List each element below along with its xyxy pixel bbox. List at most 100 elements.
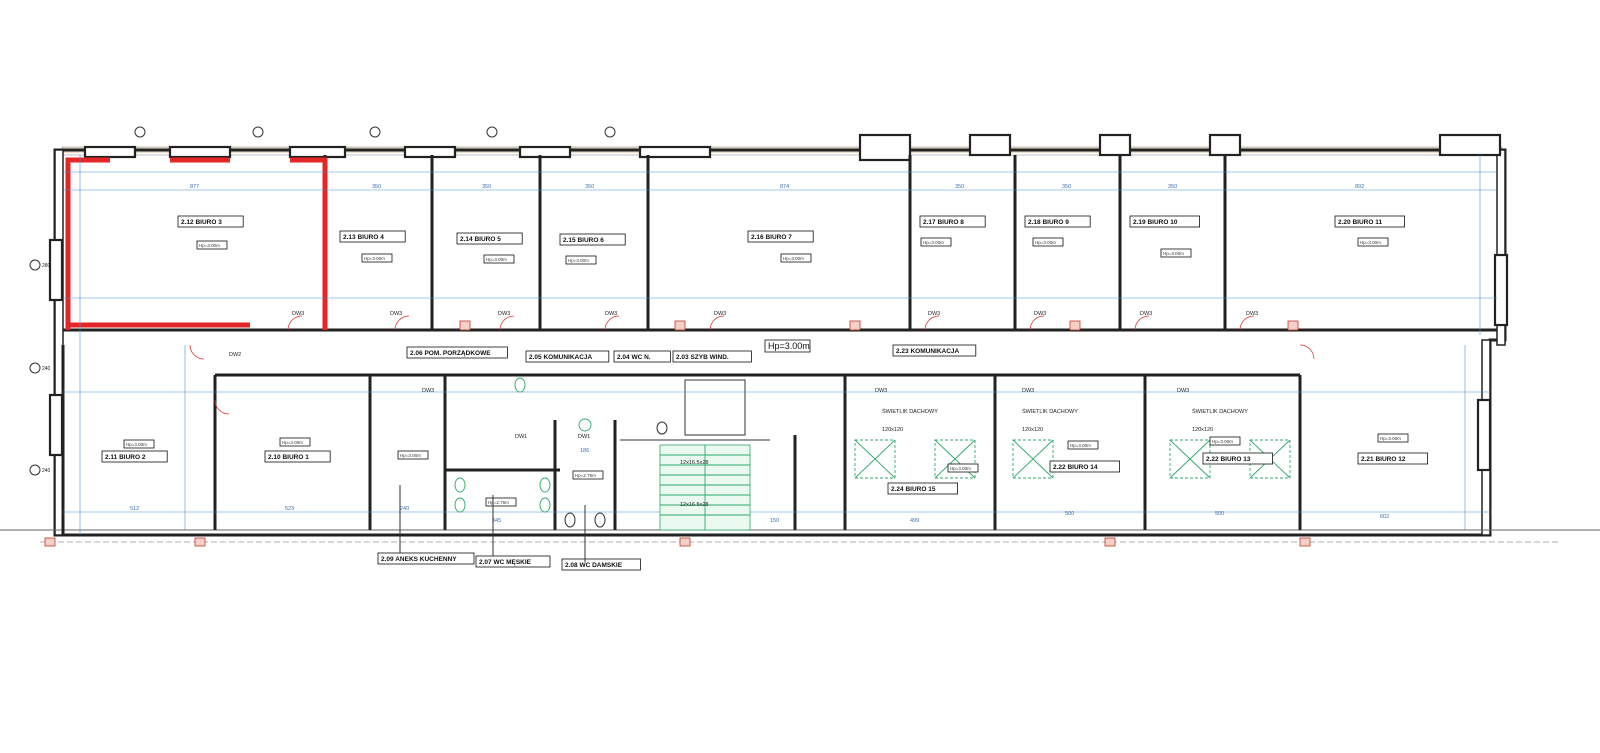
dim-top: 350	[1168, 184, 1177, 190]
door-tag: DW3	[1140, 311, 1152, 317]
door-tag: DW3	[1022, 388, 1034, 394]
dim-bottom: 345	[492, 518, 501, 524]
dim-bottom: 240	[400, 506, 409, 512]
room-tag-label: 2.16 BIURO 7	[751, 234, 792, 241]
door-tag: DW3	[498, 311, 510, 317]
skylight-label: ŚWIETLIK DACHOWY	[1022, 407, 1078, 415]
room-tag-label: 2.06 POM. PORZĄDKOWE	[410, 350, 491, 357]
room-tag-label: 2.04 WC N.	[617, 354, 651, 361]
room-tag-box	[1334, 215, 1405, 228]
doors	[189, 315, 1315, 415]
skylights: ŚWIETLIK DACHOWY 120x120 ŚWIETLIK DACHOW…	[854, 407, 1291, 479]
dim-top: 874	[780, 184, 789, 190]
room-height-box	[572, 470, 604, 480]
skylight-size: 120x120	[882, 427, 903, 433]
room-height-label: Hp=3.00m	[199, 243, 220, 248]
room-height-box	[361, 253, 393, 263]
room-tag-label: 2.14 BIURO 5	[460, 236, 501, 243]
highlighted-walls	[65, 157, 328, 330]
room-tag-box	[892, 344, 977, 357]
room-tag-label: 2.20 BIURO 11	[1338, 219, 1382, 226]
room-height-label: Hp=3.00m	[923, 240, 944, 245]
room-tag-box	[919, 215, 986, 228]
room-height-label: Hp=3.00m	[568, 258, 589, 263]
door-tag: DW1	[578, 434, 590, 440]
room-height-label: Hp=2.75m	[488, 500, 509, 505]
room-tag-label: 2.12 BIURO 3	[181, 219, 222, 226]
skylight-size: 120x120	[1192, 427, 1213, 433]
room-height-box	[1377, 433, 1409, 443]
room-height-label: Hp=3.00m	[1035, 240, 1056, 245]
door-tag: DW3	[605, 311, 617, 317]
door-tag: DW3	[1034, 311, 1046, 317]
room-tag-box	[1129, 215, 1200, 228]
room-height-label: Hp=3.00m	[1360, 240, 1381, 245]
room-tag-label: 2.21 BIURO 12	[1361, 456, 1406, 463]
door-tag: DW3	[1177, 388, 1189, 394]
door-tag: DW3	[875, 388, 887, 394]
room-height-label: Hp=3.00m	[783, 256, 804, 261]
room-height-box	[947, 463, 979, 473]
room-tags: 2.12 BIURO 3 Hp=3.00m 2.13 BIURO 4 Hp=3.00m…	[101, 215, 1428, 571]
door-tag: DW3	[390, 311, 402, 317]
stair-label: 12x16.5x28	[680, 460, 708, 466]
room-height-box	[123, 439, 155, 449]
room-tag-label: 2.07 WC MĘSKIE	[479, 559, 532, 566]
room-height-box	[1209, 436, 1241, 446]
room-tag-label: 2.10 BIURO 1	[268, 454, 309, 461]
room-tag-box	[339, 230, 406, 243]
room-tag-box	[475, 555, 551, 568]
callout-leaders	[399, 485, 586, 562]
skylight-label: ŚWIETLIK DACHOWY	[882, 407, 938, 415]
room-height-label: Hp=3.00m	[950, 466, 971, 471]
room-tag-label: 2.24 BIURO 15	[891, 486, 936, 493]
room-tag-box	[456, 232, 523, 245]
axis-label: 240	[42, 468, 51, 474]
room-height-label: Hp=3.00m	[486, 257, 507, 262]
room-tag-box	[613, 350, 671, 363]
door-tag: DW3	[1246, 311, 1258, 317]
dim-top: 877	[190, 184, 199, 190]
room-tag-box	[1049, 460, 1120, 473]
axis-label: 240	[42, 366, 51, 372]
dim-top: 350	[1062, 184, 1071, 190]
room-height-box	[397, 450, 429, 460]
dim-top: 350	[482, 184, 491, 190]
room-tag-box	[177, 215, 244, 228]
bottom-partitions	[213, 375, 1302, 530]
room-height-label: Hp=3.00m	[1380, 436, 1401, 441]
room-height-box	[1160, 248, 1192, 258]
room-height-label: Hp=3.00m	[1163, 251, 1184, 256]
room-height-label: Hp=3.00m	[1212, 439, 1233, 444]
room-height-box	[1357, 237, 1389, 247]
room-tag-box	[561, 558, 641, 571]
dim-top: 892	[1355, 184, 1364, 190]
door-tag: DW3	[422, 388, 434, 394]
room-tag-label: 2.18 BIURO 9	[1028, 219, 1069, 226]
columns	[44, 320, 1311, 547]
room-height-label: Hp=3.00m	[364, 256, 385, 261]
room-tag-label: 2.15 BIURO 6	[563, 237, 604, 244]
room-tag-box	[525, 350, 610, 363]
room-tag-label: 2.08 WC DAMSKIE	[565, 562, 623, 569]
dim-bottom: 602	[1380, 514, 1389, 520]
room-tag-label: 2.13 BIURO 4	[343, 234, 384, 241]
room-height-box	[565, 255, 597, 265]
room-tag-box	[1202, 452, 1273, 465]
dim-bottom: 500	[1065, 511, 1074, 517]
room-tag-label: 2.09 ANEKS KUCHENNY	[381, 556, 457, 563]
axis-label: 280	[42, 263, 51, 269]
room-tag-label: 2.03 SZYB WIND.	[676, 354, 729, 361]
dimension-lines	[63, 155, 1497, 535]
outer-walls	[48, 133, 1509, 537]
room-tag-label: 2.22 BIURO 14	[1053, 464, 1098, 471]
room-tag-label: 2.11 BIURO 2	[105, 454, 146, 461]
room-tag-box	[1024, 215, 1091, 228]
dim-top: 350	[955, 184, 964, 190]
room-tag-label: 2.22 BIURO 13	[1206, 456, 1251, 463]
room-tag-label: 2.23 KOMUNIKACJA	[896, 348, 960, 355]
room-tag-box	[747, 230, 814, 243]
door-tag: DW1	[515, 434, 527, 440]
room-height-label: Hp=3.00m	[282, 440, 303, 445]
room-height-box	[485, 497, 517, 507]
